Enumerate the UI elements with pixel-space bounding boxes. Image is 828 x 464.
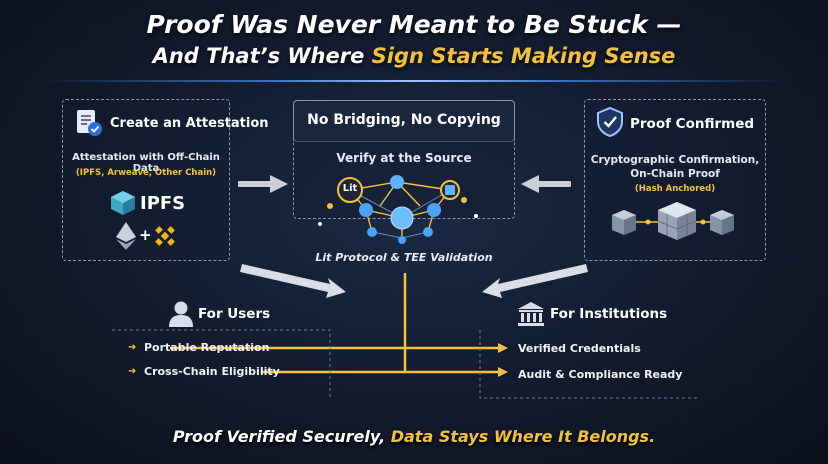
footer-tagline: Proof Verified Securely, Data Stays Wher… [0, 427, 828, 446]
users-item-2: Cross-Chain Eligibility [144, 365, 280, 378]
footer-prefix: Proof Verified Securely, [172, 427, 391, 446]
lit-node-label: Lit [342, 183, 358, 194]
center-header: No Bridging, No Copying [307, 112, 501, 128]
title-divider [40, 80, 788, 82]
center-header-box [293, 100, 515, 142]
attestation-header: Create an Attestation [110, 116, 269, 131]
arrow-right-to-center [521, 175, 571, 193]
subtitle-prefix: And That’s Where [152, 44, 372, 68]
proof-line2: On-Chain Proof [630, 168, 720, 180]
plus-sign: + [139, 226, 152, 244]
ethereum-icon [116, 222, 136, 250]
institutions-item-2: Audit & Compliance Ready [518, 368, 683, 381]
institution-icon [518, 302, 544, 326]
users-bullet-1: ➜ [128, 342, 137, 353]
user-icon [169, 301, 193, 327]
arrow-down-left [240, 264, 346, 298]
yellow-flow [170, 273, 500, 374]
attestation-note: (IPFS, Arweave, Other Chain) [75, 168, 217, 178]
node-network-graphic [318, 175, 478, 244]
center-subtitle: Verify at the Source [336, 151, 472, 165]
blockchain-cubes-icon [612, 202, 734, 240]
center-caption: Lit Protocol & TEE Validation [315, 251, 493, 264]
page-title: Proof Was Never Meant to Be Stuck — [146, 10, 682, 39]
cube-a [612, 210, 636, 235]
users-item-1: Portable Reputation [144, 341, 270, 354]
shield-check-icon [597, 106, 623, 138]
ipfs-label: IPFS [140, 193, 186, 214]
ipfs-cube-icon [111, 191, 135, 215]
users-bullet-2: ➜ [128, 366, 137, 377]
proof-note: (Hash Anchored) [634, 184, 716, 194]
document-check-icon [77, 110, 102, 136]
proof-header: Proof Confirmed [630, 116, 755, 132]
institutions-header: For Institutions [550, 306, 668, 322]
lower-brackets [112, 329, 700, 399]
subtitle-highlight: Sign Starts Making Sense [371, 44, 676, 68]
arrow-left-to-center [238, 175, 288, 193]
proof-line1: Cryptographic Confirmation, [590, 154, 760, 166]
binance-icon [155, 226, 175, 246]
attestation-subtitle: Attestation with Off-Chain Data [72, 152, 220, 174]
page-subtitle: And That’s Where Sign Starts Making Sens… [0, 44, 828, 68]
arrow-down-right [482, 264, 588, 298]
footer-highlight: Data Stays Where It Belongs. [390, 427, 656, 446]
institutions-item-1: Verified Credentials [518, 342, 641, 355]
users-header: For Users [198, 306, 271, 322]
yellow-arrowheads [498, 343, 508, 377]
